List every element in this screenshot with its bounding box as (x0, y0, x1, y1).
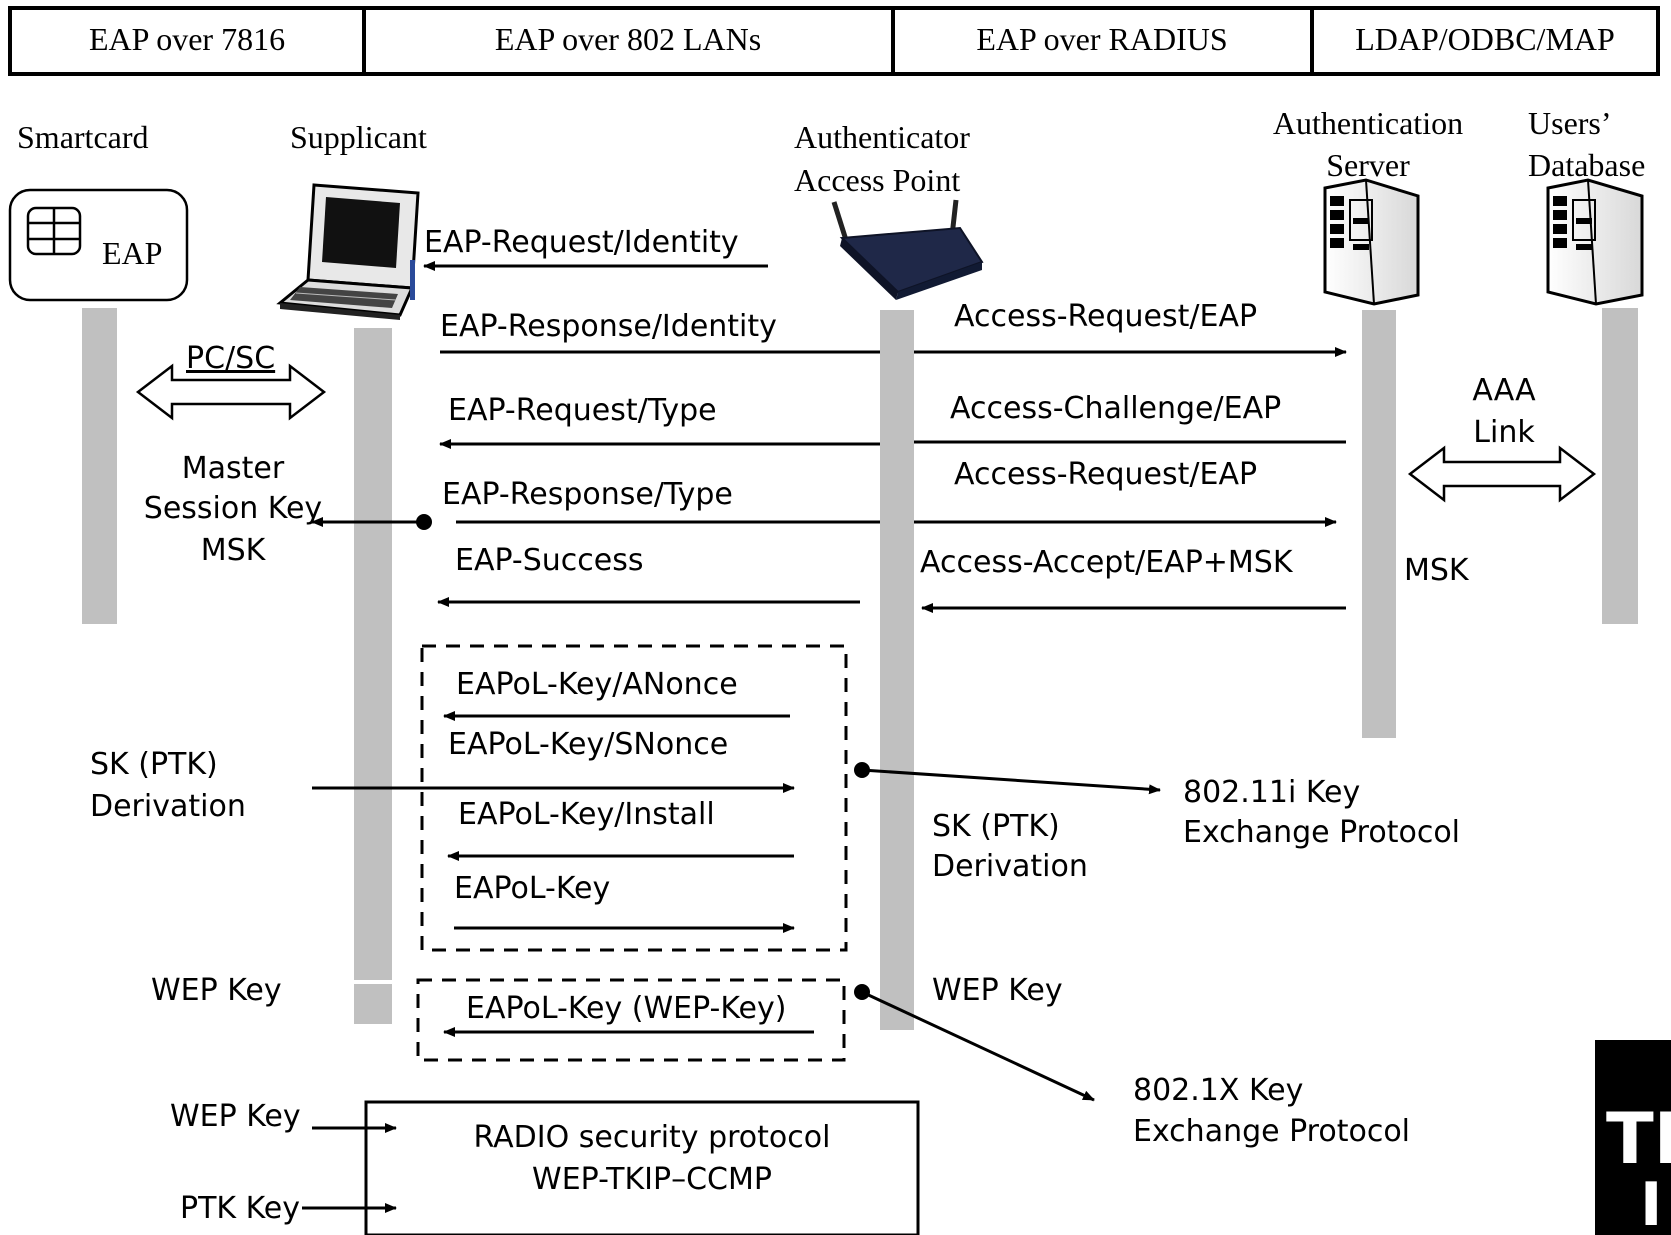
note-msk-server: MSK (1404, 553, 1470, 588)
note-80211i-key: 802.11i Key (1183, 775, 1360, 810)
header-eap-over-7816: EAP over 7816 (89, 21, 285, 57)
handshake-dashed-box (420, 644, 848, 952)
lifeline-supplicant-tail (354, 984, 392, 1024)
laptop-icon (276, 183, 420, 320)
note-8021x-key: 802.1X Key (1133, 1073, 1303, 1108)
arrow-80211i-key-exchange (861, 768, 1161, 795)
lifeline-auth-server (1362, 310, 1396, 738)
note-wep-key-left: WEP Key (151, 973, 282, 1008)
smartcard-icon: EAP (8, 188, 189, 302)
note-80211i-exchange: Exchange Protocol (1183, 815, 1460, 850)
actor-database-label: Database (1528, 147, 1645, 183)
msg-access-request-1: Access-Request/EAP (954, 299, 1257, 334)
msg-eapol-wep: EAPoL-Key (WEP-Key) (466, 991, 786, 1026)
note-sk-ptk-right: SK (PTK) (932, 809, 1060, 844)
msk-dot (416, 514, 432, 530)
msg-access-challenge: Access-Challenge/EAP (950, 391, 1281, 426)
pcsc-label: PC/SC (186, 341, 275, 376)
note-master: Master (182, 451, 285, 486)
msg-eapol-key: EAPoL-Key (454, 871, 610, 906)
note-msk: MSK (201, 533, 267, 568)
msg-eap-request-type: EAP-Request/Type (448, 393, 717, 428)
msg-eap-success: EAP-Success (455, 543, 644, 578)
group-key-dashed-box (416, 978, 846, 1062)
auth-server-icon (1323, 178, 1420, 306)
msg-access-request-2: Access-Request/EAP (954, 457, 1257, 492)
smartcard-eap-label: EAP (102, 235, 162, 271)
note-derivation-right: Derivation (932, 849, 1088, 884)
radio-security-protocols: WEP-TKIP–CCMP (532, 1162, 772, 1197)
msg-eapol-snonce: EAPoL-Key/SNonce (448, 727, 728, 762)
note-sk-ptk-left: SK (PTK) (90, 747, 218, 782)
note-derivation-left: Derivation (90, 789, 246, 824)
header-eap-over-802-lans: EAP over 802 LANs (495, 21, 761, 57)
actor-users-label: Users’ (1528, 105, 1612, 141)
pcsc-link-arrow: PC/SC (135, 341, 327, 421)
users-database-icon (1546, 178, 1644, 306)
lifeline-smartcard (82, 308, 117, 624)
radio-security-box (364, 1100, 920, 1235)
msg-eapol-anonce: EAPoL-Key/ANonce (456, 667, 738, 702)
protocol-header: EAP over 7816 EAP over 802 LANs EAP over… (8, 6, 1660, 76)
aaa-link-arrow: AAA Link (1407, 373, 1597, 503)
msg-eap-request-identity: EAP-Request/Identity (424, 225, 739, 260)
access-point-icon (831, 199, 984, 300)
lifeline-supplicant (354, 328, 392, 980)
aaa-label: AAA (1472, 373, 1536, 408)
actor-supplicant-label: Supplicant (290, 119, 427, 155)
note-wep-key-right: WEP Key (932, 973, 1063, 1008)
note-session-key: Session Key (144, 491, 322, 526)
radio-security-title: RADIO security protocol (474, 1120, 831, 1155)
note-8021x-exchange: Exchange Protocol (1133, 1114, 1410, 1149)
logo-text-line2: I (1640, 1170, 1662, 1235)
radio-input-wep-key: WEP Key (170, 1099, 301, 1134)
corner-logo: TE I (1595, 1040, 1671, 1235)
logo-text: TE (1606, 1098, 1671, 1180)
msg-access-accept: Access-Accept/EAP+MSK (920, 545, 1294, 580)
lifeline-users-database (1602, 308, 1638, 624)
actor-access-point-label: Access Point (794, 162, 960, 198)
arrow-8021x-key-exchange (861, 990, 1095, 1102)
msg-eap-response-type: EAP-Response/Type (442, 477, 733, 512)
actor-smartcard-label: Smartcard (17, 119, 149, 155)
header-ldap-odbc-map: LDAP/ODBC/MAP (1355, 21, 1615, 57)
msg-eapol-install: EAPoL-Key/Install (458, 797, 715, 832)
lifeline-authenticator (880, 310, 914, 1030)
link-label: Link (1473, 415, 1535, 450)
actor-server-label: Server (1326, 147, 1410, 183)
actor-authenticator-label: Authenticator (794, 119, 970, 155)
actor-auth-server-label: Authentication (1273, 105, 1463, 141)
radio-input-ptk-key: PTK Key (180, 1191, 300, 1226)
header-eap-over-radius: EAP over RADIUS (976, 21, 1227, 57)
msg-eap-response-identity: EAP-Response/Identity (440, 309, 777, 344)
